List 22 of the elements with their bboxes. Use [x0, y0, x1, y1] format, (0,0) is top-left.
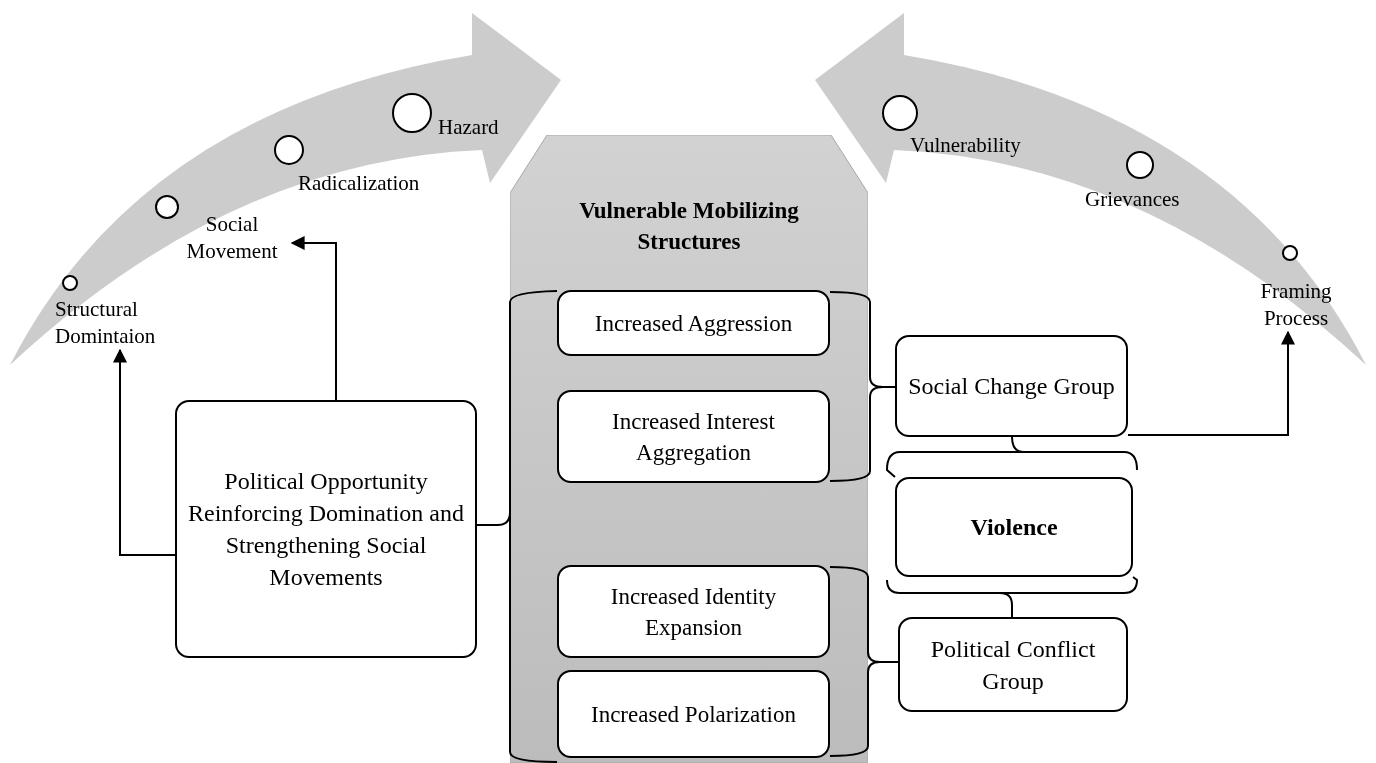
column-panel	[510, 135, 868, 763]
stage-label: Grievances	[1085, 186, 1215, 213]
process-box: Increased Identity Expansion	[557, 565, 830, 658]
process-box: Political Opportunity Reinforcing Domination and Strengthening Social Movements	[175, 400, 477, 658]
process-box: Social Change Group	[895, 335, 1128, 437]
process-box: Increased Aggression	[557, 290, 830, 356]
stage-label: Radicalization	[298, 170, 458, 197]
bracket-connector	[476, 290, 558, 763]
bracket-connector	[886, 576, 1138, 618]
process-box: Increased Interest Aggregation	[557, 390, 830, 483]
panel-heading: Vulnerable Mobilizing Structures	[578, 197, 800, 256]
stage-label: Hazard	[438, 114, 518, 141]
stage-label: Framing Process	[1246, 278, 1346, 332]
stage-label: Vulnerability	[910, 132, 1040, 159]
arrow	[1127, 330, 1295, 436]
arrow	[113, 348, 176, 556]
stage-label: Structural Domintaion	[55, 296, 180, 350]
process-box: Violence	[895, 477, 1133, 577]
process-box: Political Conflict Group	[898, 617, 1128, 712]
arrow	[290, 236, 337, 401]
process-box: Increased Polarization	[557, 670, 830, 758]
stage-label: Social Movement	[172, 211, 292, 265]
